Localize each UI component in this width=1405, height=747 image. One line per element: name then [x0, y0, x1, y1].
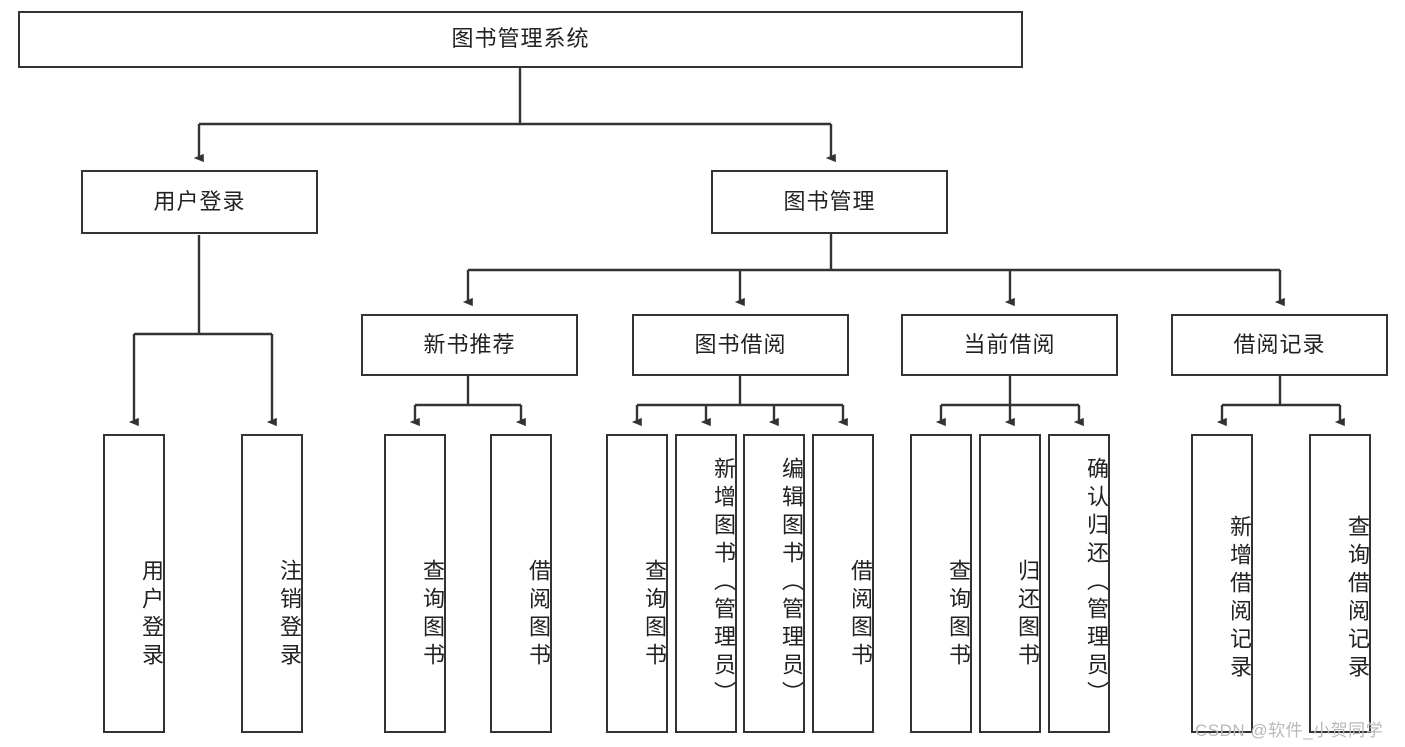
node-user-login[interactable]: 用户登录: [81, 170, 318, 234]
node-new-book-recommend[interactable]: 新书推荐: [361, 314, 578, 376]
node-label: 用户登录: [139, 558, 164, 671]
node-leaf-user-login[interactable]: 用户登录: [103, 434, 165, 733]
node-label: 图书借阅: [694, 331, 787, 357]
node-label: 当前借阅: [963, 331, 1056, 357]
node-root-book-management-system[interactable]: 图书管理系统: [18, 11, 1023, 68]
node-label: 新增图书（管理员）: [711, 456, 736, 709]
node-leaf-user-logout[interactable]: 注销登录: [241, 434, 303, 733]
node-leaf-confirm-return[interactable]: 确认归还（管理员）: [1048, 434, 1110, 733]
node-label: 查询图书: [420, 558, 445, 671]
node-book-borrow[interactable]: 图书借阅: [632, 314, 849, 376]
node-leaf-borrow-book[interactable]: 借阅图书: [812, 434, 874, 733]
node-label: 图书管理: [783, 188, 876, 214]
node-leaf-add-book[interactable]: 新增图书（管理员）: [675, 434, 737, 733]
node-label: 用户登录: [153, 188, 246, 214]
node-label: 归还图书: [1015, 558, 1040, 671]
node-book-management[interactable]: 图书管理: [711, 170, 948, 234]
node-label: 查询借阅记录: [1345, 514, 1370, 683]
node-label: 注销登录: [277, 558, 302, 671]
node-label: 查询图书: [642, 558, 667, 671]
node-leaf-borrow-book-recommend[interactable]: 借阅图书: [490, 434, 552, 733]
node-label: 查询图书: [946, 558, 971, 671]
node-label: 新增借阅记录: [1227, 514, 1252, 683]
node-borrow-record[interactable]: 借阅记录: [1171, 314, 1388, 376]
csdn-watermark: CSDN @软件_小贺同学: [1195, 721, 1384, 740]
node-label: 借阅图书: [848, 558, 873, 671]
node-leaf-add-borrow-record[interactable]: 新增借阅记录: [1191, 434, 1253, 733]
node-label: 编辑图书（管理员）: [779, 456, 804, 709]
node-label: 新书推荐: [423, 331, 516, 357]
node-label: 确认归还（管理员）: [1084, 456, 1109, 709]
node-label: 借阅记录: [1233, 331, 1326, 357]
node-leaf-query-borrow-record[interactable]: 查询借阅记录: [1309, 434, 1371, 733]
node-label: 借阅图书: [526, 558, 551, 671]
node-leaf-query-book-borrow[interactable]: 查询图书: [606, 434, 668, 733]
node-current-borrow[interactable]: 当前借阅: [901, 314, 1118, 376]
node-leaf-return-book[interactable]: 归还图书: [979, 434, 1041, 733]
node-leaf-edit-book[interactable]: 编辑图书（管理员）: [743, 434, 805, 733]
node-label: 图书管理系统: [451, 26, 590, 52]
node-leaf-query-book-current[interactable]: 查询图书: [910, 434, 972, 733]
node-leaf-query-book-recommend[interactable]: 查询图书: [384, 434, 446, 733]
